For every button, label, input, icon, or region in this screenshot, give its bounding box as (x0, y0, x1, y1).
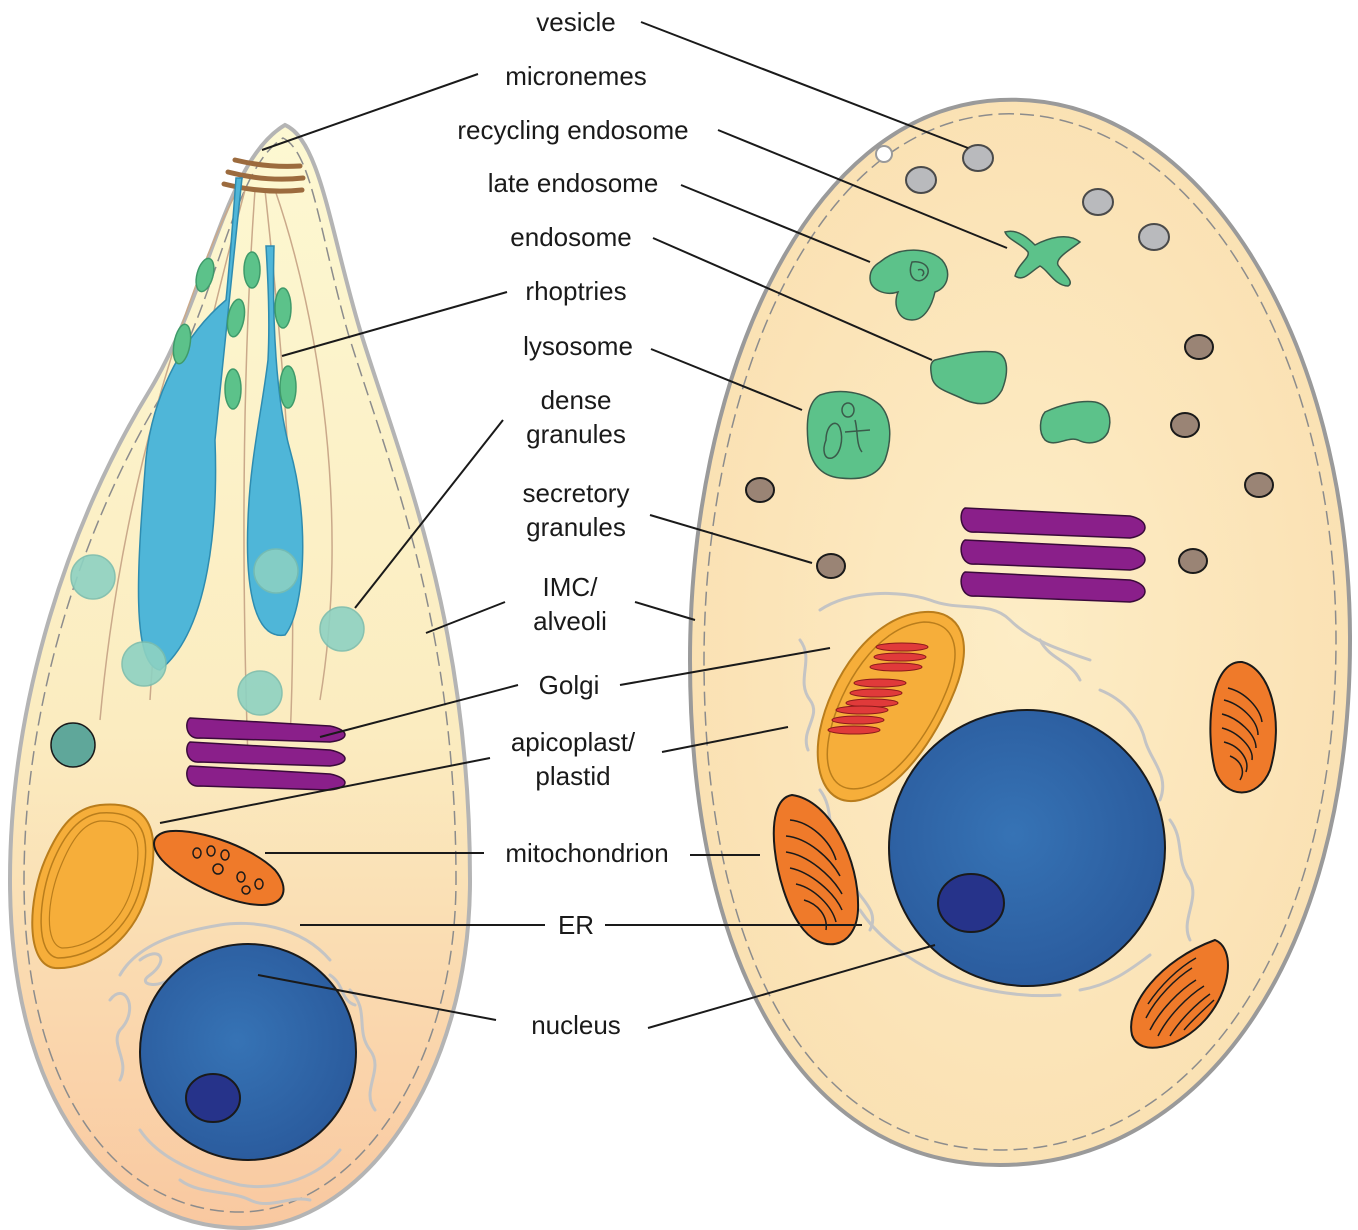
label-recycling-endosome: recycling endosome (457, 113, 688, 147)
label-rhoptries: rhoptries (525, 274, 626, 308)
label-apicoplast-plastid: apicoplast/plastid (511, 725, 635, 793)
label-lysosome: lysosome (523, 329, 633, 363)
label-er: ER (558, 908, 594, 942)
label-micronemes: micronemes (505, 59, 647, 93)
label-golgi: Golgi (539, 668, 600, 702)
label-late-endosome: late endosome (488, 166, 659, 200)
label-mitochondrion: mitochondrion (505, 836, 668, 870)
label-vesicle: vesicle (536, 5, 615, 39)
label-nucleus: nucleus (531, 1008, 621, 1042)
label-imc-alveoli: IMC/alveoli (533, 570, 607, 638)
label-endosome: endosome (510, 220, 631, 254)
